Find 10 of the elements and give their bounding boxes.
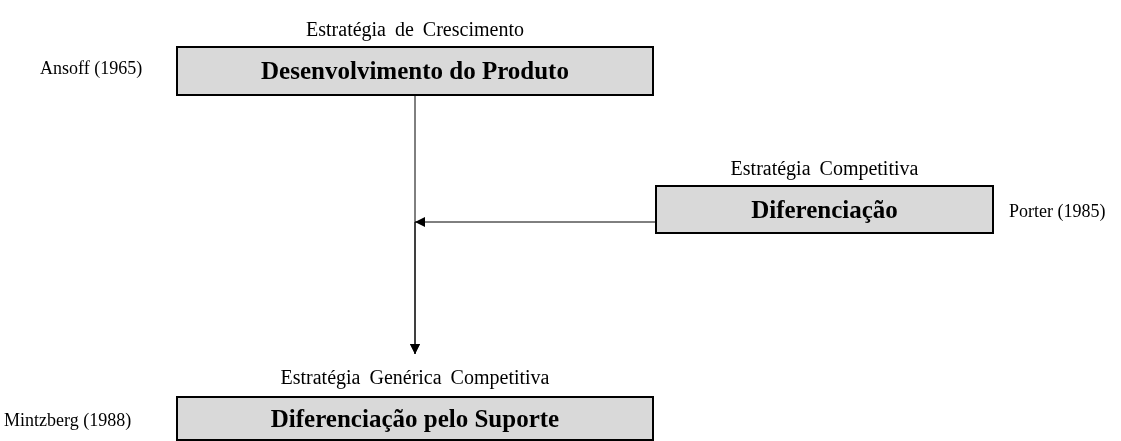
author-citation: Ansoff (1965) [40,58,143,79]
heading-text: Estratégia Competitiva [729,156,920,182]
author-citation: Mintzberg (1988) [4,410,132,431]
arrow [410,217,656,355]
heading-text: Estratégia de Crescimento [305,17,525,43]
process-box: Desenvolvimento do Produto [176,46,654,96]
heading-text: Estratégia Genérica Competitiva [279,365,551,391]
process-box: Diferenciação pelo Suporte [176,396,654,441]
author-citation: Porter (1985) [1009,201,1106,222]
process-box: Diferenciação [655,185,994,234]
